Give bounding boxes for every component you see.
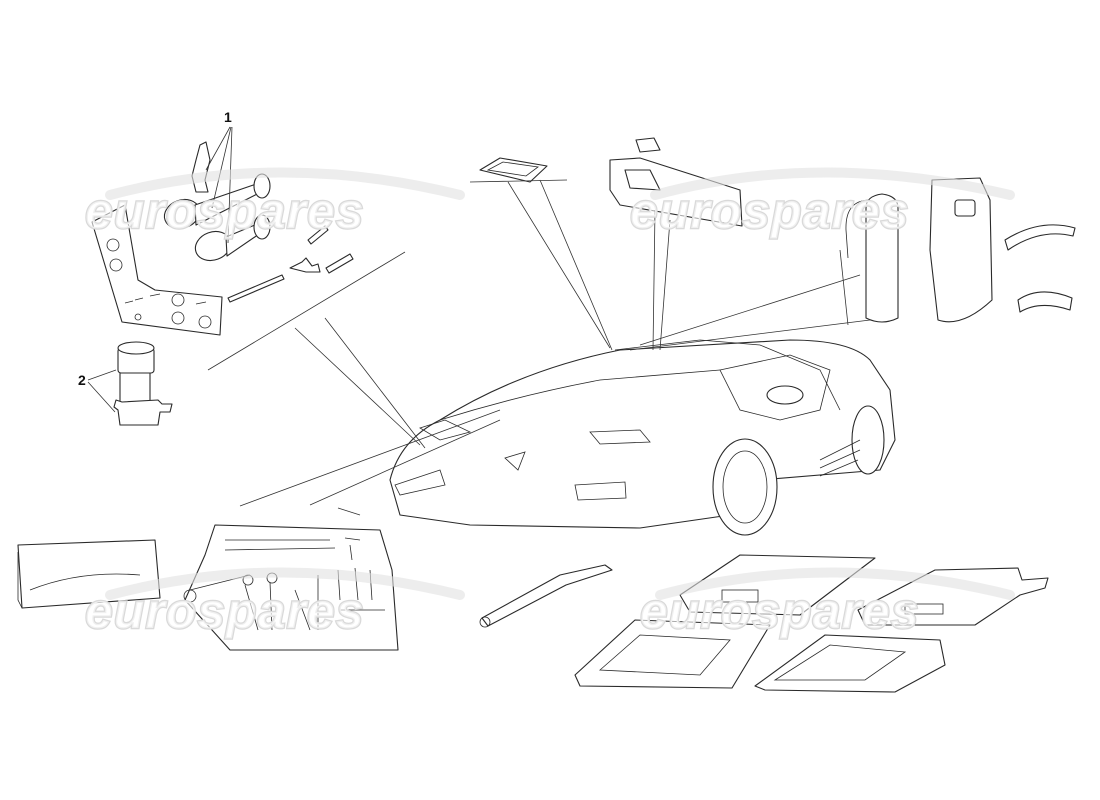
svg-text:2: 2: [78, 372, 86, 388]
extinguisher-bag: [929, 177, 993, 323]
watermark-top-left: eurospares: [84, 167, 465, 240]
watermark-bottom-left: eurospares: [84, 567, 465, 640]
car: [389, 339, 896, 536]
tool-roll: [183, 524, 399, 651]
callout-1: 1: [205, 109, 233, 244]
svg-text:1: 1: [224, 109, 232, 125]
sticker: [479, 157, 548, 183]
horns: [163, 173, 271, 262]
svg-text:eurospares: eurospares: [640, 583, 920, 639]
leader-lines: [207, 179, 871, 516]
socket: [113, 341, 173, 426]
callout-2: 2: [78, 369, 117, 413]
horn-hoses: [227, 225, 354, 303]
svg-text:eurospares: eurospares: [85, 183, 365, 239]
watermark-bottom-right: eurospares: [639, 567, 1015, 640]
watermark-top-right: eurospares: [629, 167, 1015, 240]
floor-mat-rear-right: [857, 567, 1049, 626]
fire-extinguisher: [845, 193, 899, 323]
floor-mat-front-right: [754, 634, 946, 693]
strap-bracket: [1017, 291, 1073, 313]
jack-handle: [481, 564, 613, 627]
svg-text:eurospares: eurospares: [630, 183, 910, 239]
strap: [1004, 224, 1076, 251]
svg-text:eurospares: eurospares: [85, 583, 365, 639]
horn-bracket: [91, 204, 223, 336]
